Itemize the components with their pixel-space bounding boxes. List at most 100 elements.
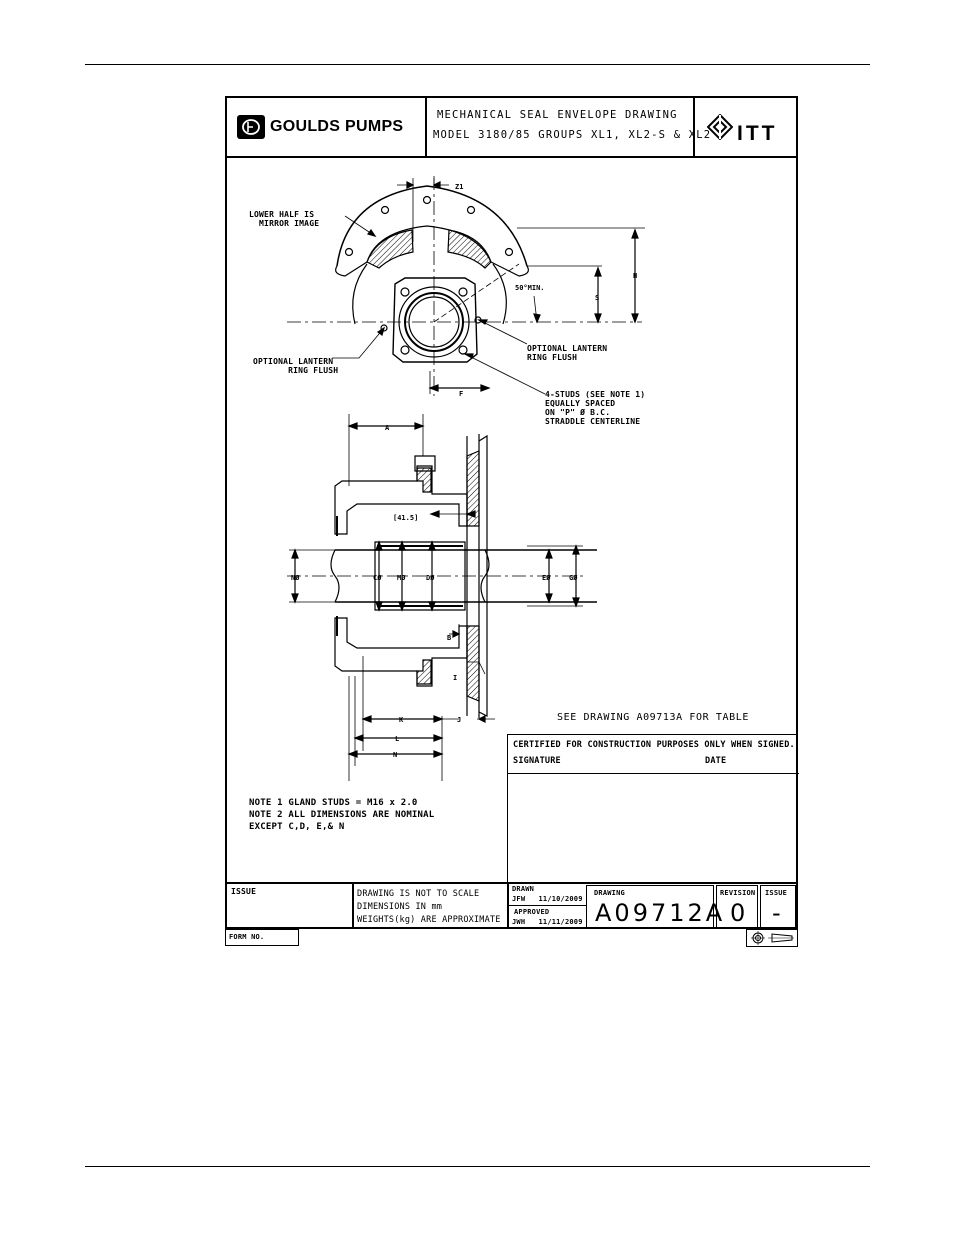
casing-flange-outer	[336, 185, 528, 267]
form-label: FORM NO.	[229, 933, 265, 941]
tb-divider-1	[352, 884, 354, 929]
signature-area[interactable]	[508, 774, 799, 882]
casing-flange-right-end	[490, 261, 529, 277]
signature-label: SIGNATURE	[513, 756, 561, 766]
signature-divider	[508, 773, 799, 774]
casing-hatch-right	[447, 229, 492, 269]
itt-logo-icon	[707, 114, 733, 140]
label-h: H	[633, 272, 637, 280]
certification-text: CERTIFIED FOR CONSTRUCTION PURPOSES ONLY…	[513, 740, 795, 750]
stud-hole	[400, 345, 410, 355]
stuffing-box-hatch	[466, 450, 480, 527]
casing-hatch-left	[366, 229, 414, 269]
company-name: GOULDS PUMPS	[270, 118, 404, 135]
label-j: J	[457, 716, 461, 724]
revision-box: REVISION 0	[716, 885, 758, 929]
approved-label: APPROVED	[514, 908, 550, 916]
form-number-box: FORM NO.	[225, 929, 299, 946]
title-block: ISSUE DRAWING IS NOT TO SCALE DIMENSIONS…	[227, 882, 796, 929]
label-e-dia: EØ	[542, 574, 551, 582]
note-3: EXCEPT C,D, E,& N	[249, 822, 345, 832]
see-drawing-note: SEE DRAWING A09713A FOR TABLE	[557, 712, 749, 723]
label-d-dia: DØ	[426, 574, 435, 582]
drawn-value: JFW 11/10/2009	[512, 895, 583, 903]
drawing-label: DRAWING	[594, 889, 625, 897]
flange-bolt-hole	[504, 247, 514, 257]
seal-envelope-diagram: Z1 H S 50°MIN. F A [41.5] NØ CØ MØ DØ EØ…	[287, 176, 645, 781]
note-1: NOTE 1 GLAND STUDS = M16 x 2.0	[249, 798, 418, 808]
date-label: DATE	[705, 756, 727, 766]
casing-upper	[334, 465, 468, 535]
label-z1: Z1	[455, 183, 463, 191]
goulds-logo-icon	[237, 115, 265, 139]
flange-bolt-hole	[466, 205, 476, 215]
stuffing-box-hatch-lower	[466, 625, 480, 702]
certification-box: CERTIFIED FOR CONSTRUCTION PURPOSES ONLY…	[507, 734, 799, 884]
gland-plate	[392, 277, 478, 363]
stud-hole	[458, 287, 468, 297]
casing-bore-left	[352, 263, 368, 325]
drawing-number-box: DRAWING A09712A	[586, 885, 722, 929]
label-c-dia: CØ	[373, 574, 382, 582]
shaft-break	[330, 549, 340, 603]
issue-box-value: -	[772, 899, 784, 927]
label-dim-41: [41.5]	[393, 514, 418, 522]
flange-bolt-hole	[380, 205, 390, 215]
label-n-dia: NØ	[291, 574, 300, 582]
drawn-label: DRAWN	[512, 885, 535, 893]
revision-label: REVISION	[720, 889, 756, 897]
drawing-title-line1: MECHANICAL SEAL ENVELOPE DRAWING	[437, 109, 678, 121]
casing-upper-hatch	[416, 467, 432, 493]
header-band: GOULDS PUMPS MECHANICAL SEAL ENVELOPE DR…	[227, 98, 796, 158]
goulds-logo: GOULDS PUMPS	[237, 115, 413, 139]
angle-line	[433, 263, 520, 323]
drawing-number: A09712A	[595, 899, 726, 927]
scale-note-3: WEIGHTS(kg) ARE APPROXIMATE	[357, 915, 501, 925]
casing-flange-left-end	[335, 261, 368, 277]
label-i: I	[453, 674, 457, 682]
scale-note-2: DIMENSIONS IN mm	[357, 902, 443, 912]
label-g-dia: GØ	[569, 574, 578, 582]
label-lantern-left: OPTIONAL LANTERN RING FLUSH	[253, 357, 339, 375]
casing-wall-outer	[478, 434, 488, 717]
stud-hole	[458, 345, 468, 355]
issue-box: ISSUE -	[760, 885, 796, 929]
label-a: A	[385, 424, 390, 432]
revision-value: 0	[730, 899, 749, 927]
label-angle: 50°MIN.	[515, 284, 545, 292]
gland-studs	[414, 455, 436, 472]
label-b: B	[447, 634, 451, 642]
label-lower-half: LOWER HALF IS MIRROR IMAGE	[249, 210, 320, 228]
drawing-title-line2: MODEL 3180/85 GROUPS XL1, XL2-S & XL2	[433, 129, 712, 141]
flange-bolt-hole	[344, 247, 354, 257]
issue-box-label: ISSUE	[765, 889, 788, 897]
drawing-sheet: GOULDS PUMPS MECHANICAL SEAL ENVELOPE DR…	[225, 96, 799, 929]
shaft-break-right	[480, 549, 490, 603]
casing-lower	[334, 617, 468, 687]
lantern-port-left	[380, 324, 388, 332]
title-divider-right	[693, 98, 695, 156]
label-f: F	[459, 390, 463, 398]
flange-bolt-hole	[422, 195, 432, 205]
stud-hole	[400, 287, 410, 297]
sleeve	[374, 541, 466, 611]
top-rule	[85, 64, 870, 65]
drawn-divider	[508, 905, 586, 906]
title-divider-left	[425, 98, 427, 156]
bottom-rule	[85, 1166, 870, 1167]
approved-value: JWH 11/11/2009	[512, 918, 583, 926]
projection-symbol-box	[746, 929, 798, 947]
label-l: L	[395, 735, 399, 743]
label-studs: 4-STUDS (SEE NOTE 1) EQUALLY SPACED ON "…	[545, 390, 646, 426]
scale-note-1: DRAWING IS NOT TO SCALE	[357, 889, 480, 899]
note-2: NOTE 2 ALL DIMENSIONS ARE NOMINAL	[249, 810, 435, 820]
issue-label: ISSUE	[231, 887, 257, 896]
label-k: K	[399, 716, 404, 724]
casing-lower-hatch	[416, 659, 432, 685]
label-s: S	[595, 294, 599, 302]
tb-divider-2	[507, 884, 509, 929]
label-m-dia: MØ	[397, 574, 406, 582]
label-lantern-right: OPTIONAL LANTERN RING FLUSH	[527, 344, 608, 362]
brand-name: ITT	[737, 122, 778, 145]
casing-bore-right	[492, 263, 507, 325]
